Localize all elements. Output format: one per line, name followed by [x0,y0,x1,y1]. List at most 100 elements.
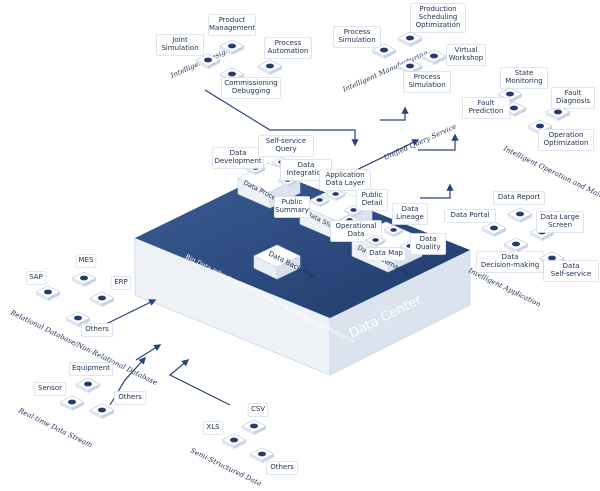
node-fault-diagnosis-card [551,87,595,109]
node-operational-data-card [330,220,382,242]
node-state-monitoring-label: Monitoring [505,77,542,85]
node-db-others: Others [65,311,114,337]
node-data-integration-label: Integration [287,169,326,177]
node-data-map-card [365,247,406,261]
node-xls: XLS [202,421,247,449]
node-data-large-screen-label: Screen [548,221,572,229]
node-process-simulation-b-label: Simulation [408,81,445,89]
node-data-quality-card [409,233,447,255]
node-production-scheduling-label: Scheduling [419,13,458,21]
node-xls-card [202,421,224,435]
node-application-data-layer-label: Data Layer [326,179,365,187]
node-sap-card [25,271,47,285]
node-data-decision-label: Data [502,253,519,261]
node-data-portal-card [444,209,496,223]
node-data-self-service-label: Self-service [551,270,591,278]
node-operational-data-label: Data [348,230,365,238]
node-data-portal: Data Portal [444,209,507,237]
node-erp: ERP [89,276,132,307]
node-product-management-card [208,14,256,36]
node-production-scheduling-card [410,3,466,33]
node-xls-label: XLS [206,423,220,431]
node-product-management-label: Product [219,16,246,24]
node-data-lineage-card [391,203,429,225]
node-data-report-label: Data Report [498,193,540,201]
node-data-self-service-card [543,260,599,282]
node-production-scheduling-label: Optimization [416,21,461,29]
node-production-scheduling-label: Production [419,5,456,13]
node-public-summary-card [273,196,311,218]
node-semi-others-label: Others [270,463,294,471]
node-public-detail-card [355,189,389,211]
node-state-monitoring-card [500,67,548,89]
node-application-data-layer-label: Application [325,171,364,179]
data-center-platform: Data Center Big Data Infrastructure (Com… [134,171,471,376]
node-erp-card [110,276,132,290]
node-mes: MES [71,254,97,287]
node-layer: ProductManagementJointSimulationProcessA… [25,3,599,475]
node-data-development-card [212,147,264,169]
node-data-self-service-label: Data [563,262,580,270]
node-process-simulation-a-label: Simulation [338,36,375,44]
node-application-data-layer-card [319,169,371,191]
platform-top-face [135,171,470,318]
node-fault-prediction-label: Prediction [469,107,504,115]
node-process-automation-label: Process [275,39,302,47]
node-db-others-card [80,323,114,337]
node-process-automation-card [264,37,312,59]
node-data-map-label: Data Map [369,249,403,257]
node-stream-others: Others [89,391,147,419]
node-sensor-label: Sensor [38,384,62,392]
node-joint-simulation-card [156,34,204,56]
node-sap: SAP [25,271,61,301]
node-data-lineage-label: Data [402,205,419,213]
node-virtual-workshop-card [445,44,486,66]
node-sap-label: SAP [29,273,43,281]
node-equipment: Equipment [69,362,113,393]
node-data-map: Data Map [365,234,406,261]
node-mes-label: MES [79,256,94,264]
node-joint-simulation-label: Joint [171,36,188,44]
lane-unified-query: Unified Query Service [383,123,458,162]
node-public-summary-label: Summary [275,206,309,214]
node-commissioning-debugging-label: Commissioning [224,79,278,87]
node-stream-others-card [113,391,147,405]
node-process-simulation-a-label: Process [344,28,371,36]
node-state-monitoring-label: State [515,69,534,77]
node-public-detail-label: Public [362,191,383,199]
node-mes-card [75,254,97,268]
node-operation-optimization-card [538,129,594,151]
node-data-integration-label: Data [298,161,315,169]
node-self-service-query-card [258,135,314,157]
node-fault-prediction-card [462,97,510,119]
node-data-development-label: Data [230,149,247,157]
node-data-quality-label: Data [420,235,437,243]
node-fault-diagnosis-label: Diagnosis [556,97,590,105]
node-process-simulation-b-label: Process [414,73,441,81]
node-operational-data-label: Operational [335,222,376,230]
node-commissioning-debugging-label: Debugging [232,87,270,95]
node-csv-card [247,403,269,417]
node-process-simulation-b-card [403,71,451,93]
node-commissioning-debugging-card [221,77,281,99]
